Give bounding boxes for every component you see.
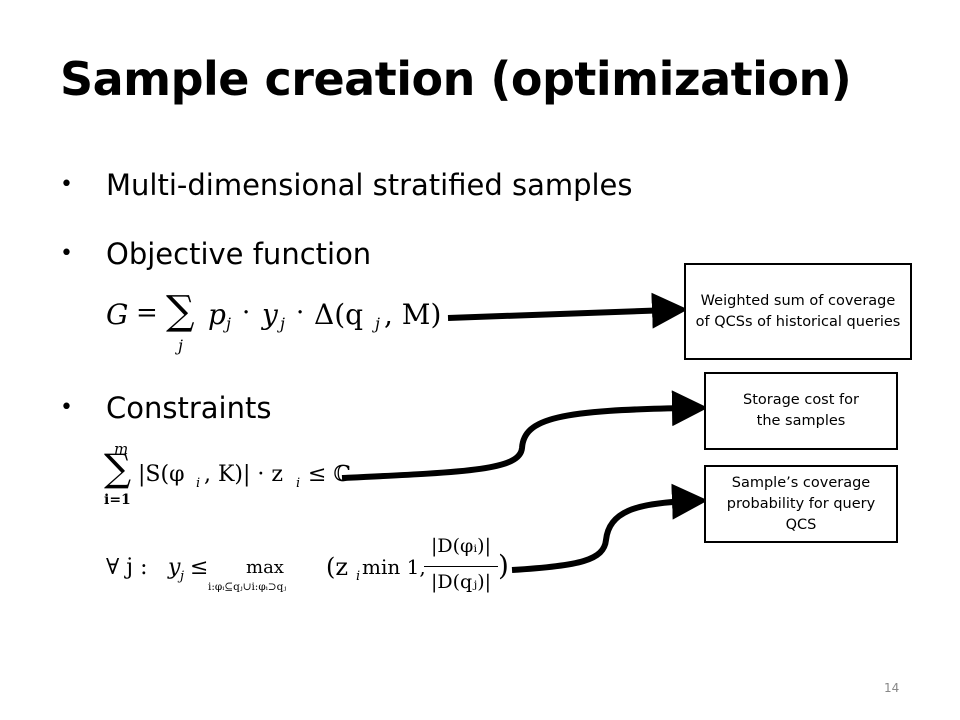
arrow-objective	[447, 292, 688, 329]
objective-equation: G = ∑ j p j · y j · Δ(q j , M)	[106, 288, 446, 358]
eq-symbol: , K)| · z	[204, 462, 283, 487]
eq-numerator: |D(φᵢ)|	[431, 535, 491, 557]
eq-symbol: )	[498, 549, 509, 582]
eq-symbol: j	[375, 314, 380, 333]
eq-symbol: min 1,	[362, 555, 426, 579]
constraint-equation-storage: m ∑ i=1 |S(φ i , K)| · z i ≤ ℂ	[104, 440, 351, 512]
annotation-box-coverage: Sample’s coverage probability for query …	[704, 465, 898, 543]
eq-symbol: j	[280, 314, 285, 333]
eq-symbol: j	[178, 336, 183, 355]
arrow-coverage	[511, 483, 708, 573]
eq-symbol: |S(φ	[138, 462, 185, 487]
eq-symbol: i	[196, 476, 201, 491]
bullet-icon: •	[60, 172, 73, 197]
eq-symbol: (z	[326, 553, 349, 581]
bullet-text: Multi-dimensional stratified samples	[106, 168, 633, 202]
eq-symbol: j	[180, 569, 185, 584]
annotation-box-storage: Storage cost for the samples	[704, 372, 898, 450]
eq-symbol: Δ(q	[314, 298, 364, 331]
eq-symbol: y	[168, 555, 181, 580]
annotation-text: Storage cost for the samples	[743, 392, 859, 429]
bullet-icon: •	[60, 395, 73, 420]
eq-symbol: i=1	[104, 492, 131, 508]
sum-symbol: ∑	[166, 288, 195, 334]
constraint-equation-coverage: ∀ j : y j ≤ max i:φᵢ⊆qⱼ∪i:φᵢ⊃qⱼ (z i min…	[106, 535, 516, 607]
slide-title: Sample creation (optimization)	[60, 52, 852, 106]
eq-symbol: ≤	[190, 555, 209, 580]
eq-symbol: ∀ j :	[106, 555, 148, 580]
fraction-bar	[424, 566, 498, 567]
eq-symbol: j	[226, 314, 231, 333]
eq-symbol: ≤ ℂ	[308, 462, 351, 487]
eq-symbol: max	[246, 557, 284, 578]
eq-symbol: ·	[242, 298, 251, 328]
eq-symbol: =	[136, 298, 158, 328]
eq-denominator: |D(qⱼ)|	[430, 571, 492, 593]
annotation-text: Weighted sum of coverage of QCSs of hist…	[695, 292, 901, 330]
bullet-item: • Constraints	[60, 391, 760, 431]
bullet-icon: •	[60, 241, 73, 266]
eq-symbol: m	[114, 440, 129, 458]
page-number: 14	[884, 681, 900, 695]
eq-symbol: p	[208, 298, 226, 331]
sum-symbol: ∑	[104, 446, 132, 490]
eq-symbol: i	[356, 569, 361, 584]
bullet-item: • Multi-dimensional stratified samples	[60, 168, 760, 208]
bullet-item: • Objective function	[60, 237, 760, 277]
bullet-text: Objective function	[106, 237, 372, 271]
eq-symbol: G	[106, 298, 129, 331]
annotation-text: Sample’s coverage probability for query …	[726, 474, 876, 533]
eq-symbol: y	[262, 298, 278, 331]
bullet-text: Constraints	[106, 391, 272, 425]
arrow-storage	[341, 390, 708, 481]
eq-symbol: i:φᵢ⊆qⱼ∪i:φᵢ⊃qⱼ	[208, 581, 287, 593]
eq-symbol: , M)	[384, 298, 442, 331]
annotation-box-objective: Weighted sum of coverage of QCSs of hist…	[684, 263, 912, 360]
eq-symbol: i	[296, 476, 301, 491]
eq-symbol: ·	[296, 298, 305, 328]
